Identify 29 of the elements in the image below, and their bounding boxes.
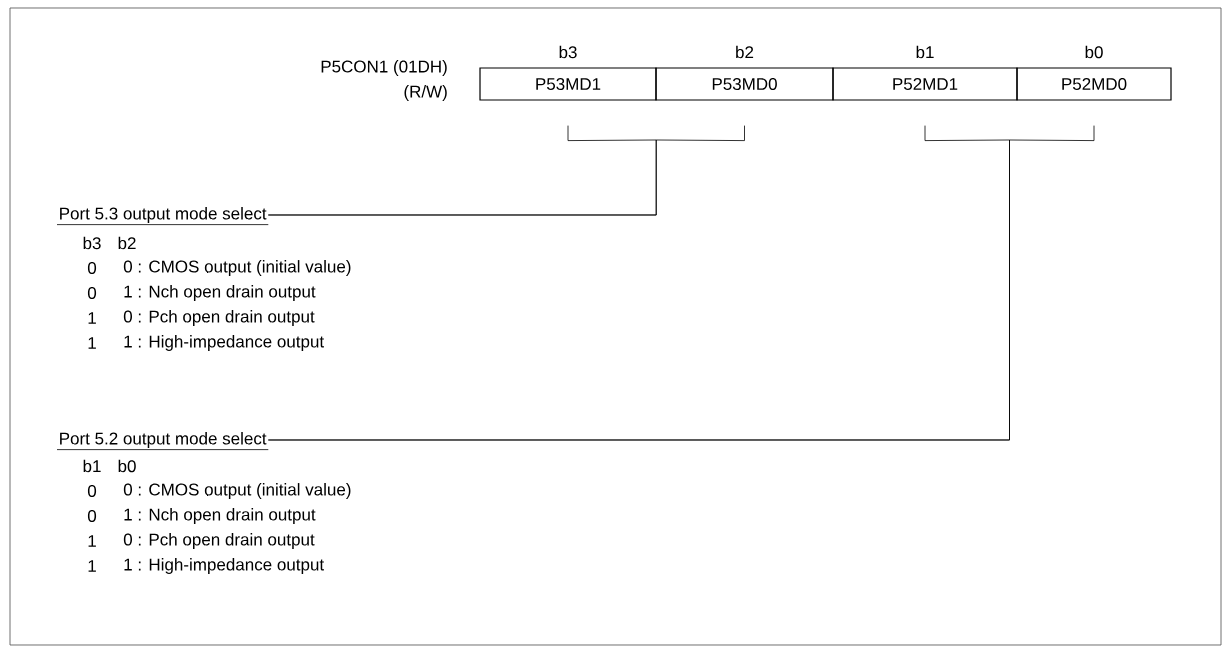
label-text: 1 (88, 560, 96, 572)
label-text: P5CON1 (01DH) (321, 60, 447, 76)
register-cell: P52MD0 (1016, 67, 1172, 101)
label-text: 0 (87, 286, 97, 299)
label-text: 1 : Nch open drain output (124, 285, 316, 301)
section-heading: Port 5.2 output mode select (56, 432, 269, 450)
label-text: 0 : Pch open drain output (123, 533, 315, 549)
label-text: 1 (88, 312, 96, 324)
label-text: 0 : Pch open drain output (123, 310, 315, 326)
register-cell: P53MD0 (655, 67, 834, 101)
label-text: (R/W) (404, 85, 447, 101)
label-text: 0 (87, 261, 97, 274)
label-text: 0 (87, 509, 97, 522)
bracket-line (267, 125, 745, 216)
label-text: 1 : High-impedance output (124, 335, 324, 351)
bit-label: b2 (736, 45, 754, 59)
label-text: 1 (88, 535, 96, 547)
bit-label: b1 (916, 45, 934, 59)
register-cell: P52MD1 (832, 67, 1018, 101)
bit-label: b0 (1085, 45, 1103, 59)
label-text: 0 (87, 484, 97, 497)
label-text: 1 : High-impedance output (124, 558, 324, 574)
label-text: 0 : CMOS output (initial value) (123, 483, 351, 499)
label-text: 0 : CMOS output (initial value) (123, 260, 351, 276)
label-text: 1 (88, 337, 96, 349)
section-heading: Port 5.3 output mode select (56, 207, 269, 225)
register-cell: P53MD1 (479, 67, 657, 101)
bit-label: b3 (559, 45, 577, 59)
label-text: 1 : Nch open drain output (124, 508, 316, 524)
